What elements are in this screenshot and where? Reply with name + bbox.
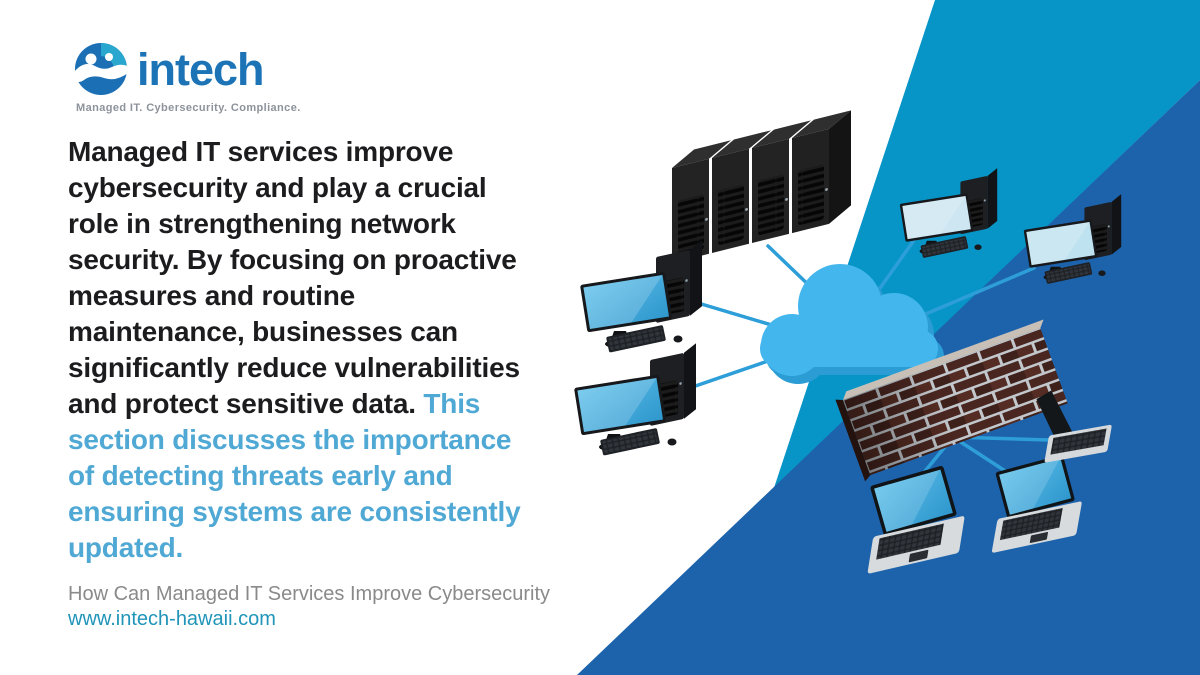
firewall-brick-wall-icon: [835, 319, 1068, 482]
footer-title: How Can Managed IT Services Improve Cybe…: [68, 583, 551, 605]
server-rack-icon: [672, 110, 851, 263]
logo: intech Managed IT. Cybersecurity. Compli…: [74, 42, 301, 114]
laptop-icon: [1036, 390, 1112, 463]
logo-tagline: Managed IT. Cybersecurity. Compliance.: [76, 102, 301, 114]
footer: How Can Managed IT Services Improve Cybe…: [68, 582, 550, 631]
headline-text: Managed IT services improve cybersecurit…: [68, 134, 616, 566]
logo-wordmark: intech: [137, 43, 265, 95]
headline-highlight-segment: This section discusses the importance of…: [68, 388, 521, 563]
website-url: www.intech-hawaii.com: [68, 608, 276, 630]
headline-dark-segment: Managed IT services improve cybersecurit…: [68, 136, 520, 419]
intech-logo-icon: [74, 43, 128, 95]
cloud-icon: [760, 264, 944, 384]
